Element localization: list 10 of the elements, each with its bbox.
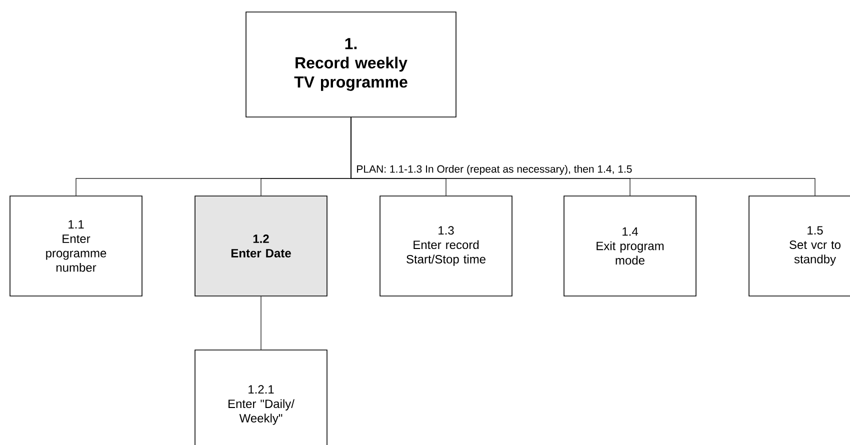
task-box: 1.2.1 Enter "Daily/ Weekly": [194, 350, 328, 445]
connector-line: [350, 117, 816, 196]
task-box: 1.4 Exit program mode: [564, 196, 696, 296]
connector-line: [260, 296, 262, 350]
task-box: 1.5 Set vcr to standby: [748, 196, 850, 296]
task-box: 1.3 Enter record Start/Stop time: [380, 196, 512, 296]
highlighted-task-box: 1.2 Enter Date: [194, 196, 328, 296]
task-box: 1. Record weekly TV programme: [246, 12, 456, 118]
task-box: 1.1 Enter programme number: [10, 196, 142, 296]
plan-note: PLAN: 1.1-1.3 In Order (repeat as necessary), then 1.4, 1.5: [357, 165, 632, 175]
